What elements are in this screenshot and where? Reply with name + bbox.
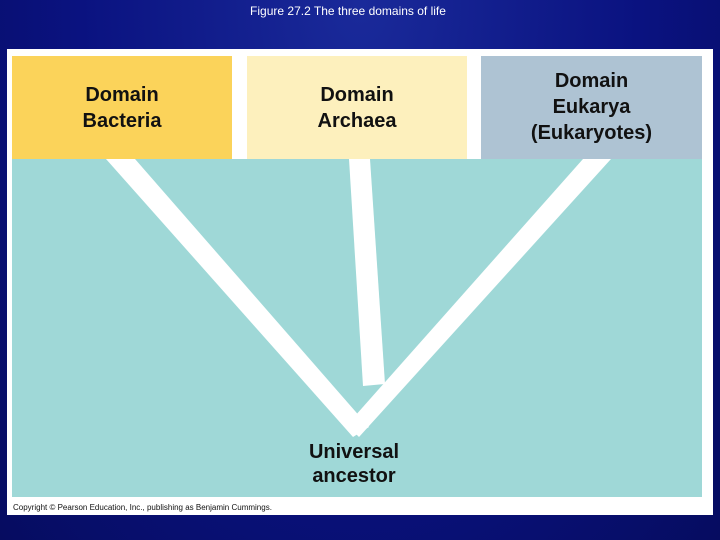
bacteria-box <box>12 56 232 159</box>
bacteria-label-line2: Bacteria <box>82 110 162 132</box>
archaea-label-line2: Archaea <box>317 110 397 132</box>
archaea-label: Domain Archaea <box>247 82 467 134</box>
archaea-label-line1: Domain <box>320 84 394 106</box>
eukarya-label-line2: Eukarya <box>552 96 631 118</box>
eukarya-box <box>481 56 702 159</box>
universal-ancestor-line1: Universal <box>308 441 400 463</box>
figure-panel: Domain Bacteria Domain Archaea Domain Eu… <box>7 49 713 515</box>
archaea-branch <box>349 159 385 386</box>
bacteria-branch <box>106 159 369 437</box>
tree-diagram <box>12 56 702 497</box>
slide-title: Figure 27.2 The three domains of life <box>250 4 446 18</box>
universal-ancestor-line2: ancestor <box>312 465 396 487</box>
archaea-box <box>247 56 467 159</box>
bacteria-label-line1: Domain <box>85 84 159 106</box>
eukarya-label: Domain Eukarya (Eukaryotes) <box>481 68 702 146</box>
copyright-notice: Copyright © Pearson Education, Inc., pub… <box>13 503 272 512</box>
universal-ancestor-label: Universal ancestor <box>254 440 454 488</box>
eukarya-branch <box>347 159 611 437</box>
bacteria-label: Domain Bacteria <box>12 82 232 134</box>
eukarya-label-line1: Domain <box>554 70 629 92</box>
eukarya-label-line3: (Eukaryotes) <box>530 122 653 144</box>
